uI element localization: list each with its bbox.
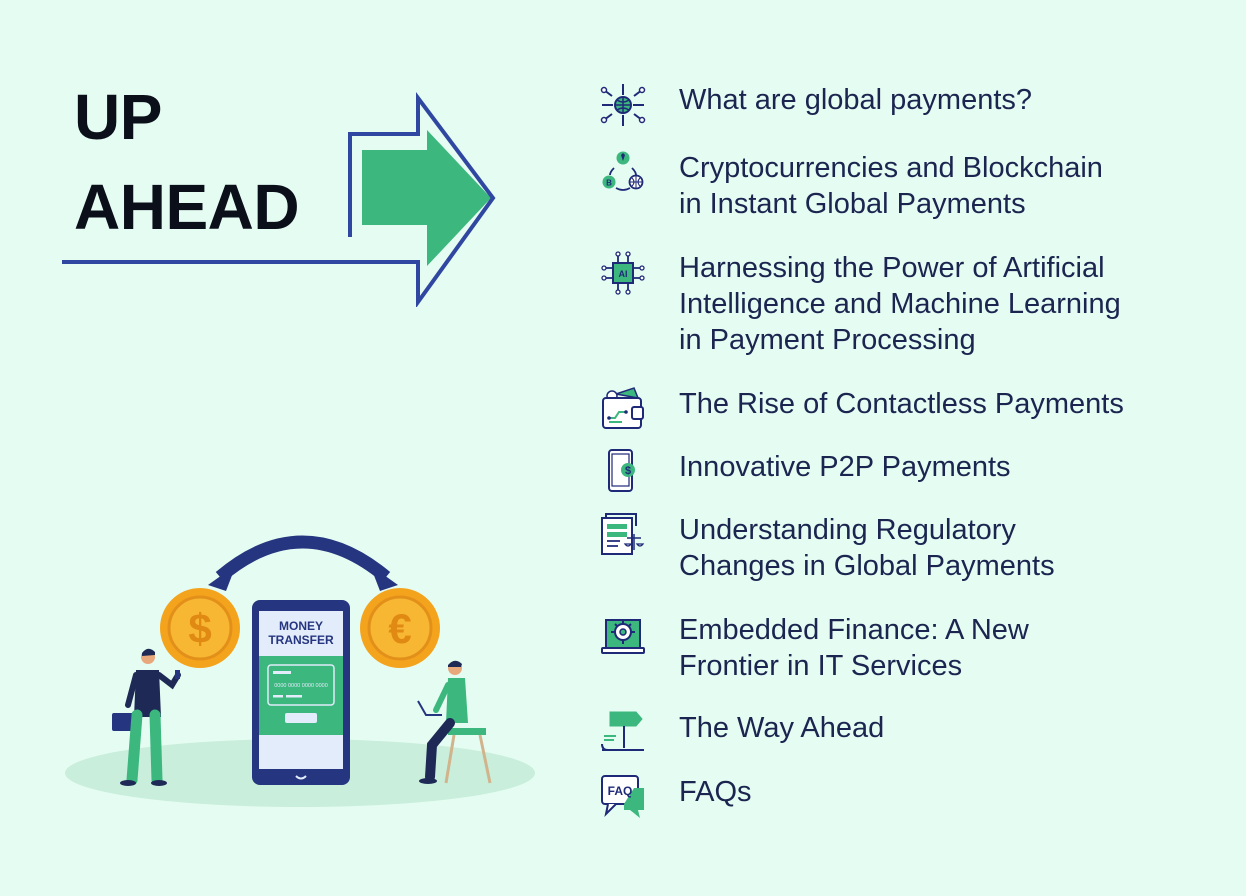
signpost-icon xyxy=(601,711,644,751)
toc-item-way-ahead[interactable]: The Way Ahead xyxy=(600,710,1179,756)
mobile-dollar-icon: $ xyxy=(608,449,635,492)
svg-text:AI: AI xyxy=(619,269,628,279)
toc-label: Cryptocurrencies and Blockchain in Insta… xyxy=(679,152,1103,220)
svg-text:$: $ xyxy=(625,465,631,477)
toc-item-global-payments[interactable]: What are global payments? xyxy=(600,82,1179,128)
laptop-gear-icon xyxy=(601,619,645,654)
toc-label: Understanding Regulatory Changes in Glob… xyxy=(679,514,1055,582)
crypto-cycle-icon: B xyxy=(602,151,644,191)
toc-item-regulatory[interactable]: Understanding Regulatory Changes in Glob… xyxy=(600,512,1179,584)
toc-label: FAQs xyxy=(679,776,752,808)
phone-heading-1: MONEY xyxy=(279,619,323,633)
wallet-icon xyxy=(602,387,644,429)
title-line-1: UP xyxy=(74,81,162,153)
toc-label: The Way Ahead xyxy=(679,712,885,744)
globe-network-icon xyxy=(600,84,646,126)
document-scale-icon xyxy=(601,513,645,555)
toc-item-crypto-blockchain[interactable]: B Cryptocurrencies and Blockchain in Ins… xyxy=(600,150,1179,222)
arrow-right-icon xyxy=(62,92,496,307)
toc-item-ai-ml[interactable]: AI Harnessing the Power of Artificial In… xyxy=(600,250,1179,358)
toc-label: The Rise of Contactless Payments xyxy=(679,388,1124,420)
toc-label: Embedded Finance: A New Frontier in IT S… xyxy=(679,614,1029,682)
money-transfer-illustration: $ € MONEY TRANSFER 0000 0000 0000 0000 xyxy=(65,535,535,807)
ai-chip-icon: AI xyxy=(601,251,645,295)
page-title: UP AHEAD xyxy=(74,72,300,252)
svg-text:FAQ: FAQ xyxy=(608,784,633,798)
toc-item-embedded-finance[interactable]: Embedded Finance: A New Frontier in IT S… xyxy=(600,612,1179,684)
title-line-2: AHEAD xyxy=(74,171,300,243)
toc-item-p2p[interactable]: $ Innovative P2P Payments xyxy=(600,449,1179,495)
faq-bubble-icon: FAQ xyxy=(601,775,644,818)
coin-dollar-symbol: $ xyxy=(188,605,211,652)
svg-text:B: B xyxy=(606,179,612,188)
phone-heading-2: TRANSFER xyxy=(268,633,334,647)
toc-label: Harnessing the Power of Artificial Intel… xyxy=(679,252,1121,356)
toc-item-contactless[interactable]: The Rise of Contactless Payments xyxy=(600,386,1179,432)
toc-label: Innovative P2P Payments xyxy=(679,451,1011,483)
toc-label: What are global payments? xyxy=(679,84,1033,116)
card-number: 0000 0000 0000 0000 xyxy=(274,683,328,689)
coin-euro-symbol: € xyxy=(388,605,411,652)
toc-item-faqs[interactable]: FAQ FAQs xyxy=(600,774,1179,820)
